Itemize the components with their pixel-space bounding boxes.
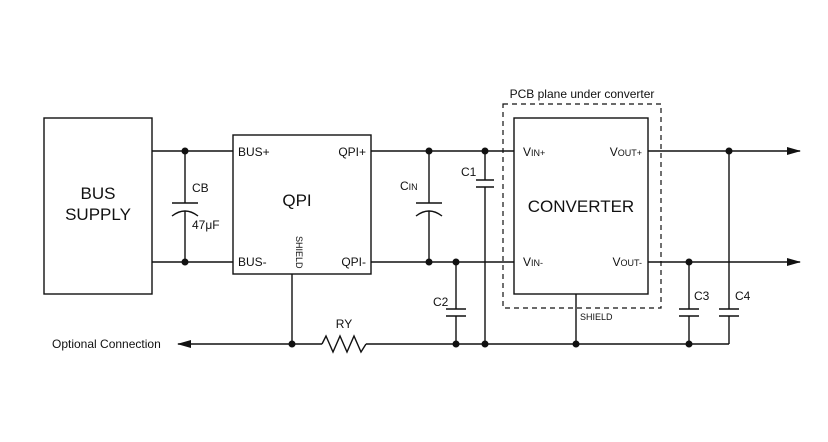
converter-pin-vout-minus: VOUT- [612, 255, 642, 269]
wires [152, 147, 801, 348]
c4-label: C4 [735, 289, 751, 303]
bus-supply-label-line2: SUPPLY [65, 205, 131, 224]
capacitor-c2: C2 [433, 262, 466, 344]
qpi-pin-qpi-plus: QPI+ [338, 145, 366, 159]
capacitor-c3: C3 [679, 262, 710, 344]
qpi-pin-qpi-minus: QPI- [341, 255, 366, 269]
ry-label: RY [336, 317, 352, 331]
converter-block: CONVERTER VIN+ VIN- VOUT+ VOUT- SHIELD [513, 117, 649, 322]
capacitor-cb: CB 47μF [171, 151, 220, 262]
c2-label: C2 [433, 295, 449, 309]
qpi-shield-label: SHIELD [294, 236, 304, 269]
qpi-pin-bus-minus: BUS- [238, 255, 267, 269]
bus-supply-block: BUS SUPPLY [43, 117, 153, 295]
converter-pin-vin-plus: VIN+ [523, 145, 545, 159]
optional-connection-label: Optional Connection [52, 337, 161, 351]
c3-label: C3 [694, 289, 710, 303]
resistor-ry: RY [321, 317, 367, 354]
converter-pin-vin-minus: VIN- [523, 255, 543, 269]
junction-dots [181, 147, 733, 348]
qpi-pin-bus-plus: BUS+ [238, 145, 270, 159]
capacitor-c1: C1 [461, 151, 494, 344]
cb-name-label: CB [192, 181, 209, 195]
cb-value-label: 47μF [192, 218, 220, 232]
converter-shield-label: SHIELD [580, 312, 613, 322]
bus-supply-label-line1: BUS [81, 184, 116, 203]
capacitor-cin: CIN [400, 151, 443, 262]
converter-title: CONVERTER [528, 197, 634, 216]
c1-label: C1 [461, 165, 477, 179]
qpi-title: QPI [282, 191, 311, 210]
pcb-plane-outline: PCB plane under converter [502, 87, 662, 309]
cin-label: CIN [400, 179, 418, 193]
pcb-plane-label: PCB plane under converter [510, 87, 655, 101]
qpi-block: QPI BUS+ BUS- QPI+ QPI- SHIELD [232, 134, 372, 275]
capacitor-c4: C4 [719, 151, 751, 344]
converter-pin-vout-plus: VOUT+ [610, 145, 642, 159]
